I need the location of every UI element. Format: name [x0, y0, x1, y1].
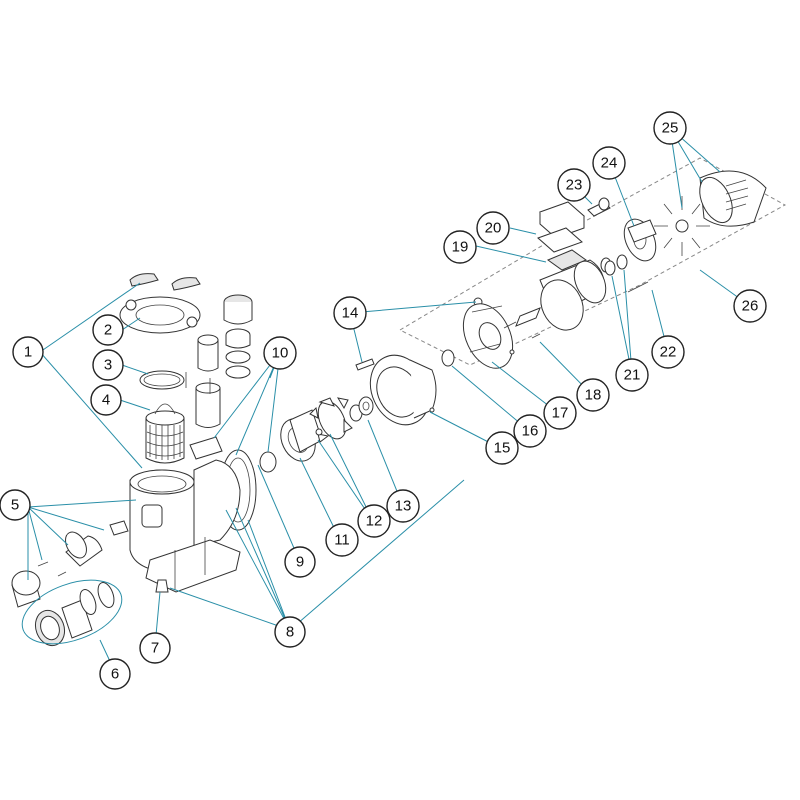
svg-text:20: 20 — [485, 220, 502, 237]
svg-text:21: 21 — [624, 367, 641, 384]
svg-text:6: 6 — [111, 666, 119, 683]
callout-2: 2 — [92, 314, 124, 346]
callout-6: 6 — [99, 658, 131, 690]
mechanical-seal — [349, 396, 374, 422]
svg-text:7: 7 — [151, 640, 159, 657]
svg-text:24: 24 — [601, 155, 618, 172]
drain-plug — [155, 579, 169, 593]
svg-text:14: 14 — [342, 305, 359, 322]
callout-1: 1 — [12, 336, 44, 368]
svg-text:11: 11 — [334, 532, 350, 549]
lid — [119, 296, 201, 334]
union-stack-top — [185, 294, 253, 428]
o-ring-small — [259, 451, 277, 473]
shaft-key — [531, 333, 541, 339]
motor-bracket — [462, 303, 514, 369]
callout-7: 7 — [139, 632, 171, 664]
callout-16: 16 — [513, 414, 547, 448]
callout-5: 5 — [0, 489, 31, 521]
seal-plate — [369, 354, 437, 426]
flange-gasket — [189, 436, 223, 460]
svg-text:3: 3 — [104, 357, 112, 374]
svg-text:4: 4 — [102, 392, 110, 409]
callout-12: 12 — [357, 504, 391, 538]
svg-text:8: 8 — [286, 624, 294, 641]
lid-clamp-left — [129, 273, 159, 287]
svg-text:17: 17 — [552, 405, 569, 422]
bearing-2 — [616, 254, 628, 270]
callout-4: 4 — [90, 384, 122, 416]
callout-21: 21 — [615, 358, 649, 392]
union-set — [21, 579, 123, 647]
impeller — [309, 397, 353, 443]
pump-housing — [129, 459, 241, 593]
callout-20: 20 — [476, 211, 510, 245]
strainer-basket — [145, 403, 185, 464]
svg-text:26: 26 — [742, 298, 759, 315]
callout-3: 3 — [92, 349, 124, 381]
svg-text:18: 18 — [585, 387, 602, 404]
bearing-1 — [604, 260, 616, 276]
shaft-ring — [441, 349, 455, 367]
callout-13: 13 — [386, 489, 420, 523]
lid-clamp-right — [171, 277, 201, 291]
callout-15: 15 — [485, 431, 519, 465]
screw — [37, 561, 67, 577]
svg-text:23: 23 — [566, 177, 583, 194]
svg-text:25: 25 — [662, 120, 679, 137]
callout-8: 8 — [274, 616, 306, 648]
svg-text:19: 19 — [452, 239, 469, 256]
callout-9: 9 — [284, 546, 316, 578]
svg-text:16: 16 — [522, 423, 539, 440]
svg-text:10: 10 — [272, 345, 289, 362]
svg-text:22: 22 — [660, 344, 677, 361]
svg-text:2: 2 — [104, 322, 112, 339]
retaining-clip — [355, 358, 375, 371]
callout-24: 24 — [592, 146, 626, 180]
fan-cover — [699, 170, 767, 227]
end-shield — [623, 218, 657, 262]
tie-rod — [627, 281, 649, 293]
svg-text:12: 12 — [366, 513, 383, 530]
motor — [503, 249, 612, 331]
callout-14: 14 — [333, 296, 367, 330]
callout-23: 23 — [557, 168, 591, 202]
svg-text:5: 5 — [11, 497, 19, 514]
terminal-box — [537, 201, 585, 253]
callout-11: 11 — [325, 523, 359, 557]
callout-17: 17 — [543, 396, 577, 430]
svg-text:15: 15 — [494, 440, 511, 457]
callout-18: 18 — [576, 378, 610, 412]
callout-10: 10 — [263, 336, 297, 370]
svg-text:13: 13 — [395, 498, 412, 515]
callout-19: 19 — [443, 230, 477, 264]
callout-25: 25 — [653, 111, 687, 145]
svg-text:9: 9 — [296, 554, 304, 571]
callout-22: 22 — [651, 335, 685, 369]
fan — [654, 196, 710, 256]
svg-text:1: 1 — [24, 344, 32, 361]
callout-26: 26 — [733, 289, 767, 323]
parts-layer — [11, 170, 767, 647]
diffuser — [280, 409, 323, 462]
motor-group-boundary — [398, 157, 787, 366]
